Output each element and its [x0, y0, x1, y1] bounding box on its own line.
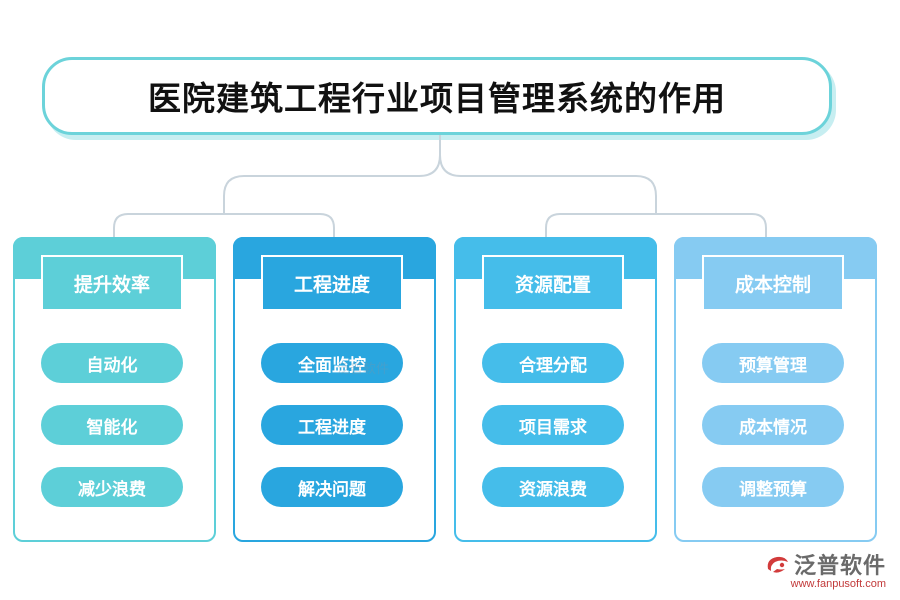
card-head: 提升效率: [41, 255, 183, 311]
brand-name: 泛普软件: [793, 554, 886, 579]
card-efficiency: 提升效率 自动化 智能化 减少浪费: [13, 237, 216, 542]
brand: 泛普软件 www.fanpusoft.com: [764, 548, 886, 590]
item-pill: 解决问题: [261, 467, 403, 507]
connector-left-branch: [113, 213, 335, 237]
item-pill: 资源浪费: [482, 467, 624, 507]
card-resources: 资源配置 合理分配 项目需求 资源浪费: [454, 237, 657, 542]
item-pill: 减少浪费: [41, 467, 183, 507]
card-progress: 工程进度 全面监控 工程进度 解决问题: [233, 237, 436, 542]
item-pill: 全面监控: [261, 343, 403, 383]
item-pill: 预算管理: [702, 343, 844, 383]
diagram-title: 医院建筑工程行业项目管理系统的作用: [148, 79, 726, 118]
title-box: 医院建筑工程行业项目管理系统的作用: [42, 57, 832, 135]
card-cost: 成本控制 预算管理 成本情况 调整预算: [674, 237, 877, 542]
item-pill: 项目需求: [482, 405, 624, 445]
connector-trunk-right: [439, 154, 657, 214]
card-head: 资源配置: [482, 255, 624, 311]
item-pill: 工程进度: [261, 405, 403, 445]
card-head: 成本控制: [702, 255, 844, 311]
item-pill: 自动化: [41, 343, 183, 383]
item-pill: 调整预算: [702, 467, 844, 507]
item-pill: 成本情况: [702, 405, 844, 445]
connector-right-branch: [545, 213, 767, 237]
item-pill: 合理分配: [482, 343, 624, 383]
fanpu-logo-icon: [767, 556, 788, 573]
card-head: 工程进度: [261, 255, 403, 311]
brand-url: www.fanpusoft.com: [790, 578, 886, 590]
connector-trunk: [223, 135, 441, 214]
item-pill: 智能化: [41, 405, 183, 445]
